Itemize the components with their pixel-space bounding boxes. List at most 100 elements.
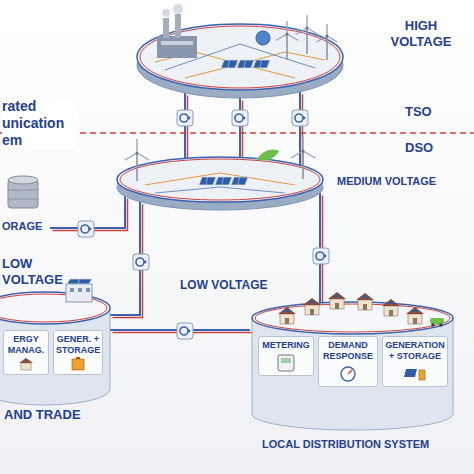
solar-grid: [260, 60, 262, 68]
home-icon: [14, 357, 38, 371]
system-label: LOCAL DISTRIBUTION SYSTEM: [262, 438, 429, 451]
house-wall: [384, 306, 398, 316]
high-voltage-platform: HIGH VOLTAGE: [135, 22, 345, 98]
function-panel: GENER. + STORAGE: [53, 330, 103, 375]
turbine-hub: [326, 35, 329, 38]
turbine-blade: [307, 28, 318, 35]
platform-disc: [115, 155, 325, 210]
power-plant-windows: [161, 41, 193, 45]
coupler-dot: [243, 117, 246, 120]
coupler-icon: [177, 323, 193, 339]
tank-top: [8, 176, 38, 184]
power-line-blue: [299, 92, 301, 166]
function-panel: GENERATION + STORAGE: [382, 336, 448, 387]
roof-solar: [387, 301, 395, 304]
turbine-blade: [125, 153, 137, 160]
coupler-icon: [313, 248, 329, 264]
system-label: AND TRADE: [4, 407, 81, 423]
battery-cap: [76, 357, 80, 359]
house-wall: [305, 305, 319, 315]
low-voltage-system: LOW VOLTAGEAND TRADEERGY MANAG.GENER. + …: [0, 290, 110, 405]
house-wall: [280, 314, 294, 324]
cropped-heading: rated unication em: [2, 98, 77, 149]
tank-band: [8, 190, 38, 191]
turbine-blade: [286, 21, 287, 34]
turbine-blade: [303, 151, 315, 158]
coupler-icon: [177, 110, 193, 126]
solar-grid: [244, 60, 246, 68]
battery: [72, 359, 84, 370]
coupler-box: [232, 110, 248, 126]
solar-panel: [231, 177, 248, 185]
home-roof: [19, 358, 33, 363]
turbine-blade: [136, 139, 137, 153]
solar-grid: [238, 177, 240, 185]
smoke: [162, 9, 170, 17]
home-wall: [21, 363, 31, 370]
power-line: [185, 93, 188, 161]
coupler-dot: [303, 117, 306, 120]
turbine-hub: [286, 33, 289, 36]
house-roof: [382, 299, 400, 306]
local-distribution-system: LOW VOLTAGELOCAL DISTRIBUTION SYSTEMMETE…: [250, 300, 455, 430]
meter-case: [278, 355, 294, 371]
turbine-tower: [286, 34, 288, 60]
power-line-blue: [239, 98, 241, 157]
solar-grid: [206, 177, 208, 185]
voltage-level-label: HIGH VOLTAGE: [385, 18, 457, 49]
turbine-hub: [306, 27, 309, 30]
platform-rim: [140, 26, 340, 88]
turbine-blade: [302, 137, 303, 151]
coupler-icon: [232, 110, 248, 126]
dial-face: [341, 367, 355, 381]
house-roof: [328, 292, 346, 299]
panel-label: GENER. + STORAGE: [56, 334, 100, 356]
medium-voltage-platform: MEDIUM VOLTAGE: [115, 155, 325, 210]
function-panel: METERING: [258, 336, 314, 376]
cylinder-top: [0, 292, 110, 324]
house-roof: [303, 298, 321, 305]
coupler-dot: [188, 330, 191, 333]
site-label: ORAGE: [2, 220, 42, 233]
cylinder-body: [252, 318, 453, 430]
coupler-dot: [188, 117, 191, 120]
house-wall: [330, 299, 344, 309]
meter-icon: [274, 354, 298, 372]
chimney: [175, 14, 181, 38]
building-window: [70, 288, 74, 292]
house-door: [310, 309, 314, 315]
green-leaf: [257, 149, 279, 160]
turbine-hub: [302, 150, 305, 153]
turbine-blade: [296, 28, 307, 35]
coupler-box: [177, 323, 193, 339]
function-panel: ERGY MANAG.: [3, 330, 49, 375]
coupler-symbol: [235, 114, 243, 122]
house-wall: [358, 300, 372, 310]
power-line: [240, 98, 243, 160]
turbine-tower: [136, 153, 138, 181]
house-door: [389, 310, 393, 316]
roof-solar: [308, 300, 316, 303]
coupler-symbol: [316, 252, 324, 260]
coupler-icon: [133, 254, 149, 270]
building-window: [78, 288, 82, 292]
office-building: [66, 284, 92, 302]
grid-line: [155, 187, 285, 193]
roof-solar: [411, 309, 419, 312]
chimney: [163, 18, 169, 38]
coupler-box: [78, 221, 94, 237]
house-roof: [278, 307, 296, 314]
meter-display: [281, 358, 291, 363]
smoke: [173, 4, 183, 14]
turbine-hub: [136, 152, 139, 155]
house-door: [413, 318, 417, 324]
coupler-dot: [89, 228, 92, 231]
building-window: [86, 288, 90, 292]
hydro-plant: [256, 31, 270, 45]
battery-icon: [66, 357, 90, 371]
solar-grid: [78, 279, 80, 284]
voltage-level-label: MEDIUM VOLTAGE: [337, 175, 436, 188]
turbine-tower: [306, 28, 308, 54]
dial-icon: [336, 365, 360, 383]
